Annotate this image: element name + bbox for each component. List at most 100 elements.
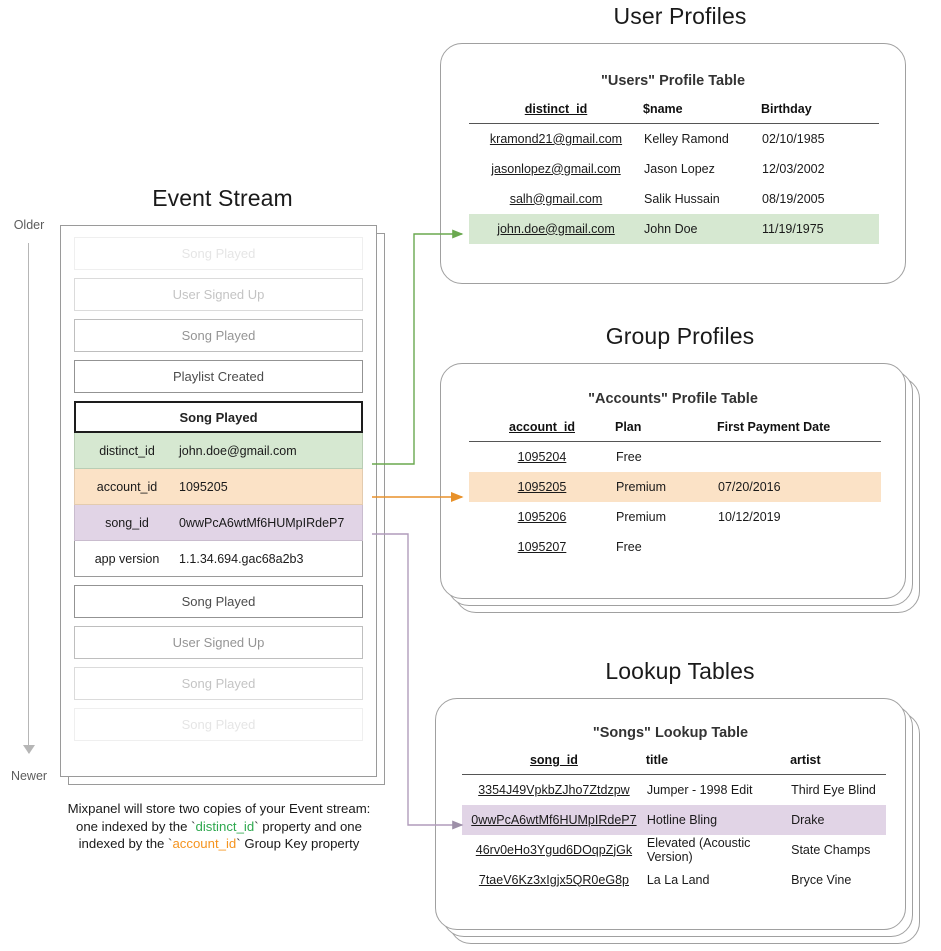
event-chip[interactable]: Song Played	[74, 708, 363, 741]
cell-distinct-id: kramond21@gmail.com	[489, 131, 623, 146]
column-header-first-payment-date: First Payment Date	[717, 420, 831, 434]
users-table-title: "Users" Profile Table	[600, 73, 746, 89]
caption-account-id-code: account_id	[172, 836, 237, 851]
caption-line-2-post: property and one	[258, 818, 362, 834]
axis-line	[28, 243, 29, 753]
table-header-row: account_id Plan First Payment Date	[469, 420, 881, 442]
cell-title: La La Land	[646, 872, 710, 887]
event-chip[interactable]: User Signed Up	[74, 626, 363, 659]
table-row[interactable]: salh@gmail.com Salik Hussain 08/19/2005	[469, 184, 879, 214]
cell-distinct-id: john.doe@gmail.com	[469, 213, 643, 244]
event-chip-label: User Signed Up	[172, 635, 265, 650]
cell-song-id: 7taeV6Kz3xIgjx5QR0eG8p	[478, 872, 629, 887]
time-axis: Older Newer	[0, 218, 58, 783]
table-row[interactable]: 1095207 Free	[469, 532, 881, 562]
cell-artist: Bryce Vine	[791, 872, 852, 887]
property-key: distinct_id	[99, 443, 155, 458]
accounts-table-title: "Accounts" Profile Table	[588, 391, 758, 407]
user-profiles-panel: "Users" Profile Table distinct_id $name …	[440, 43, 906, 284]
event-chip[interactable]: Song Played	[74, 237, 363, 270]
user-profiles-section-title: User Profiles	[613, 3, 747, 29]
cell-plan: Free	[616, 449, 642, 464]
cell-title: Elevated (Acoustic Version)	[646, 835, 751, 864]
table-row[interactable]: 1095206 Premium 10/12/2019	[469, 502, 881, 532]
cell-name: John Doe	[643, 213, 761, 244]
cell-birthday: 12/03/2002	[762, 161, 825, 176]
accounts-profile-card: "Accounts" Profile Table account_id Plan…	[440, 363, 906, 599]
table-header-row: distinct_id $name Birthday	[469, 102, 879, 124]
cell-first-payment-date: 07/20/2016	[717, 471, 881, 502]
axis-label-older: Older	[13, 218, 45, 232]
event-property-row-app-version: app version 1.1.34.694.gac68a2b3	[74, 541, 363, 577]
column-header-distinct-id: distinct_id	[524, 102, 588, 116]
accounts-profile-table: account_id Plan First Payment Date 10952…	[469, 420, 881, 562]
event-chip[interactable]: Song Played	[74, 667, 363, 700]
cell-name: Kelley Ramond	[644, 131, 729, 146]
event-chip[interactable]: Playlist Created	[74, 360, 363, 393]
cell-song-id: 0wwPcA6wtMf6HUMpIRdeP7	[462, 804, 646, 835]
table-row[interactable]: kramond21@gmail.com Kelley Ramond 02/10/…	[469, 124, 879, 154]
table-row[interactable]: 7taeV6Kz3xIgjx5QR0eG8p La La Land Bryce …	[462, 865, 886, 895]
users-profile-table: distinct_id $name Birthday kramond21@gma…	[469, 102, 879, 244]
cell-distinct-id: salh@gmail.com	[509, 191, 603, 206]
cell-plan: Free	[616, 539, 642, 554]
cell-account-id: 1095207	[517, 539, 567, 554]
lookup-tables-panel: "Songs" Lookup Table song_id title artis…	[435, 698, 920, 946]
cell-song-id: 3354J49VpkbZJho7Ztdzpw	[478, 782, 630, 797]
property-key: account_id	[96, 479, 158, 494]
event-property-row-account-id: account_id 1095205	[74, 469, 363, 505]
caption-line-2-pre: one indexed by the	[76, 818, 192, 834]
property-value: 1.1.34.694.gac68a2b3	[179, 551, 304, 566]
caption-line-3: indexed by the `account_id` Group Key pr…	[78, 836, 360, 851]
cell-distinct-id: jasonlopez@gmail.com	[491, 161, 621, 176]
event-chip[interactable]: Song Played	[74, 319, 363, 352]
event-chip-label: Song Played	[181, 676, 256, 691]
cell-first-payment-date	[717, 442, 881, 472]
column-header-song-id: song_id	[529, 753, 578, 767]
lookup-tables-section-title: Lookup Tables	[605, 658, 755, 684]
property-value: 1095205	[179, 479, 228, 494]
cell-birthday: 02/10/1985	[762, 131, 825, 146]
table-header-row: song_id title artist	[462, 753, 886, 775]
cell-artist: State Champs	[791, 842, 871, 857]
caption-line-1: Mixpanel will store two copies of your E…	[67, 801, 371, 816]
cell-birthday: 11/19/1975	[761, 213, 879, 244]
cell-plan: Premium	[616, 509, 667, 524]
cell-account-id: 1095206	[517, 509, 567, 524]
event-chip[interactable]: Song Played	[74, 585, 363, 618]
property-key: app version	[94, 551, 160, 566]
songs-lookup-card: "Songs" Lookup Table song_id title artis…	[435, 698, 906, 930]
caption-line-2: one indexed by the `distinct_id` propert…	[76, 818, 362, 834]
event-property-row-song-id: song_id 0wwPcA6wtMf6HUMpIRdeP7	[74, 505, 363, 541]
table-row-highlighted[interactable]: 0wwPcA6wtMf6HUMpIRdeP7 Hotline Bling Dra…	[462, 804, 886, 835]
focused-event-card[interactable]: Song Played distinct_id john.doe@gmail.c…	[74, 401, 363, 577]
property-value: 0wwPcA6wtMf6HUMpIRdeP7	[179, 515, 345, 530]
table-row-highlighted[interactable]: john.doe@gmail.com John Doe 11/19/1975	[469, 213, 879, 244]
property-value: john.doe@gmail.com	[179, 443, 297, 458]
event-chip-label: User Signed Up	[172, 287, 265, 302]
cell-account-id: 1095204	[517, 449, 567, 464]
songs-lookup-table: song_id title artist 3354J49VpkbZJho7Ztd…	[462, 753, 886, 895]
column-header-plan: Plan	[615, 420, 642, 434]
event-stream-card: Song Played User Signed Up Song Played P…	[60, 225, 377, 777]
cell-birthday: 08/19/2005	[762, 191, 825, 206]
group-profiles-section-title: Group Profiles	[605, 323, 755, 349]
property-key: song_id	[105, 515, 149, 530]
event-chip-label: Song Played	[181, 246, 256, 261]
table-row[interactable]: 3354J49VpkbZJho7Ztdzpw Jumper - 1998 Edi…	[462, 775, 886, 805]
column-header-birthday: Birthday	[761, 102, 812, 116]
table-row[interactable]: 1095204 Free	[469, 442, 881, 472]
axis-arrow-head-icon	[23, 745, 35, 754]
event-chip-label: Song Played	[181, 594, 256, 609]
table-row[interactable]: 46rv0eHo3Ygud6DOqpZjGk Elevated (Acousti…	[462, 835, 886, 865]
event-chip[interactable]: User Signed Up	[74, 278, 363, 311]
cell-song-id: 46rv0eHo3Ygud6DOqpZjGk	[475, 842, 633, 857]
event-stream-panel: Song Played User Signed Up Song Played P…	[60, 225, 385, 785]
table-row[interactable]: jasonlopez@gmail.com Jason Lopez 12/03/2…	[469, 154, 879, 184]
event-stream-caption: Mixpanel will store two copies of your E…	[34, 800, 404, 853]
cell-name: Salik Hussain	[644, 191, 720, 206]
cell-artist: Third Eye Blind	[791, 782, 876, 797]
focused-event-name: Song Played	[74, 401, 363, 433]
event-property-row-distinct-id: distinct_id john.doe@gmail.com	[74, 433, 363, 469]
table-row-highlighted[interactable]: 1095205 Premium 07/20/2016	[469, 471, 881, 502]
